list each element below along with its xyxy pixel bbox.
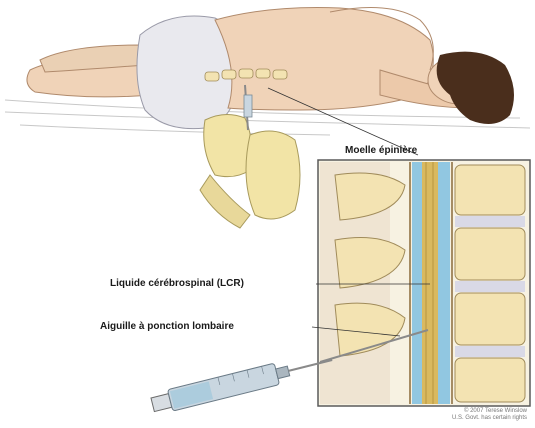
- label-spinal-cord: Moelle épinière: [345, 145, 417, 156]
- spine-cross-section-inset: [318, 160, 530, 406]
- copyright-credit: © 2007 Terese Winslow U.S. Govt. has cer…: [452, 408, 527, 422]
- patient-body: [27, 8, 514, 129]
- syringe: [150, 349, 335, 415]
- credit-line-1: © 2007 Terese Winslow: [452, 408, 527, 415]
- label-needle: Aiguille à ponction lombaire: [100, 321, 234, 332]
- credit-line-2: U.S. Govt. has certain rights: [452, 415, 527, 422]
- label-csf: Liquide cérébrospinal (LCR): [110, 278, 244, 289]
